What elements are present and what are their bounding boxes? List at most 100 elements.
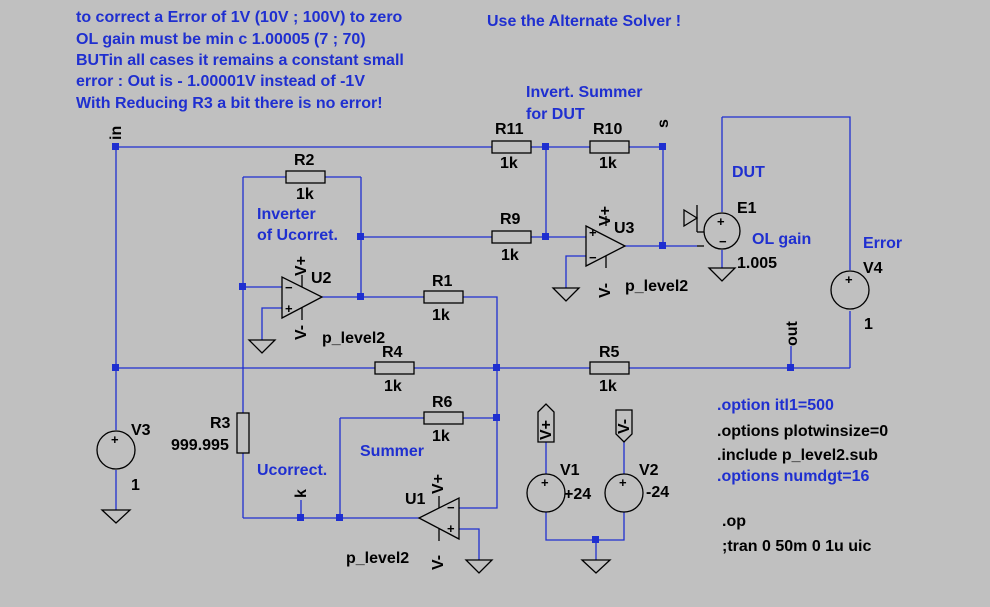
flag-vplus-icon (537, 403, 555, 443)
r10-name: R10 (593, 121, 622, 138)
note-line-1: to correct a Error of 1V (10V ; 100V) to… (76, 9, 403, 26)
ground-icon (707, 267, 737, 282)
svg-text:−: − (285, 280, 293, 295)
r10-value: 1k (599, 155, 617, 172)
ground-icon (551, 287, 581, 302)
wires (115, 116, 851, 560)
directive-tran: ;tran 0 50m 0 1u uic (722, 538, 871, 555)
svg-text:−: − (447, 500, 455, 515)
opamp-u1: − + (417, 496, 460, 541)
notes: to correct a Error of 1V (10V ; 100V) to… (76, 9, 681, 112)
r4-value: 1k (384, 378, 402, 395)
svg-text:+: + (541, 475, 549, 490)
block-labels: Invert. Summer for DUT Inverter of Ucorr… (257, 84, 902, 479)
v2-value: -24 (646, 484, 669, 501)
opamp-u3: + − (585, 216, 627, 268)
label-summer: Summer (360, 443, 424, 460)
solver-note: Use the Alternate Solver ! (487, 13, 681, 30)
u3-model: p_level2 (625, 278, 688, 295)
note-line-2: OL gain must be min c 1.00005 (7 ; 70) (76, 31, 366, 48)
u3-vminus: V- (597, 283, 614, 298)
spice-directives: .option itl1=500 .options plotwinsize=0 … (717, 397, 888, 555)
label-invert-summer-2: for DUT (526, 106, 585, 123)
flag-vminus-icon (615, 409, 633, 443)
u1-vminus: V- (430, 555, 447, 570)
u1-vplus: V+ (430, 474, 447, 494)
r11-name: R11 (495, 121, 524, 138)
u3-vplus: V+ (597, 206, 614, 226)
source-v1: + (526, 473, 566, 513)
u2-name: U2 (311, 270, 332, 287)
v1-value: +24 (564, 486, 591, 503)
junction-dots (112, 143, 794, 543)
label-ol-gain: OL gain (752, 231, 811, 248)
label-inverter-2: of Ucorret. (257, 227, 338, 244)
directive-plotwinsize: .options plotwinsize=0 (717, 423, 888, 440)
ground-icon (683, 205, 699, 232)
power-flags (537, 403, 633, 443)
resistor-r5 (589, 361, 630, 375)
e1-value: 1.005 (737, 255, 777, 272)
resistor-r10 (589, 140, 630, 154)
source-v2: + (604, 473, 644, 513)
v4-name: V4 (863, 260, 883, 277)
ground-symbols (100, 205, 737, 574)
resistor-r1 (423, 290, 464, 304)
r9-value: 1k (501, 247, 519, 264)
r9-name: R9 (500, 211, 521, 228)
r6-value: 1k (432, 428, 450, 445)
svg-text:−: − (719, 234, 727, 249)
v3-value: 1 (131, 477, 140, 494)
resistor-r3 (236, 412, 250, 454)
resistor-r11 (491, 140, 532, 154)
svg-text:+: + (447, 521, 455, 536)
source-v3: + (96, 430, 136, 470)
r1-name: R1 (432, 273, 453, 290)
net-in: in (108, 126, 125, 140)
svg-text:+: + (845, 272, 853, 287)
resistor-r9 (491, 230, 532, 244)
net-out: out (784, 320, 801, 346)
net-labels: in s out k V+ V- V+ V- V+ V- V+ V- (108, 119, 801, 570)
svg-text:+: + (717, 214, 725, 229)
v2-name: V2 (639, 462, 659, 479)
r4-name: R4 (382, 344, 403, 361)
opamp-u2: − + (281, 275, 324, 320)
u1-name: U1 (405, 491, 426, 508)
ground-icon (100, 509, 132, 524)
directive-numdgt: .options numdgt=16 (717, 468, 870, 485)
u2-vplus: V+ (293, 256, 310, 276)
r5-value: 1k (599, 378, 617, 395)
directive-include: .include p_level2.sub (717, 447, 878, 464)
resistors (236, 140, 630, 454)
label-error: Error (863, 235, 902, 252)
svg-text:+: + (589, 225, 597, 240)
note-line-3: BUTin all cases it remains a constant sm… (76, 52, 404, 69)
note-line-4: error : Out is - 1.00001V instead of -1V (76, 73, 365, 90)
r3-value: 999.995 (171, 437, 229, 454)
svg-text:+: + (619, 475, 627, 490)
r11-value: 1k (500, 155, 518, 172)
flag-vplus-label: V+ (538, 420, 555, 440)
u2-model: p_level2 (322, 330, 385, 347)
r6-name: R6 (432, 394, 453, 411)
label-dut: DUT (732, 164, 765, 181)
v1-name: V1 (560, 462, 580, 479)
u2-vminus: V- (293, 325, 310, 340)
resistor-r2 (285, 170, 326, 184)
svg-text:−: − (589, 250, 597, 265)
resistor-r4 (374, 361, 415, 375)
r1-value: 1k (432, 307, 450, 324)
label-invert-summer-1: Invert. Summer (526, 84, 642, 101)
note-line-5: With Reducing R3 a bit there is no error… (76, 95, 383, 112)
net-k: k (293, 489, 310, 498)
directive-op: .op (722, 513, 746, 530)
resistor-r6 (423, 411, 464, 425)
ground-icon (464, 559, 494, 574)
ground-icon (247, 339, 277, 354)
e1-name: E1 (737, 200, 757, 217)
component-labels: R11 1k R10 1k R2 1k R9 1k R1 1k R4 1k R5… (131, 121, 883, 567)
v3-name: V3 (131, 422, 151, 439)
u3-name: U3 (614, 220, 635, 237)
